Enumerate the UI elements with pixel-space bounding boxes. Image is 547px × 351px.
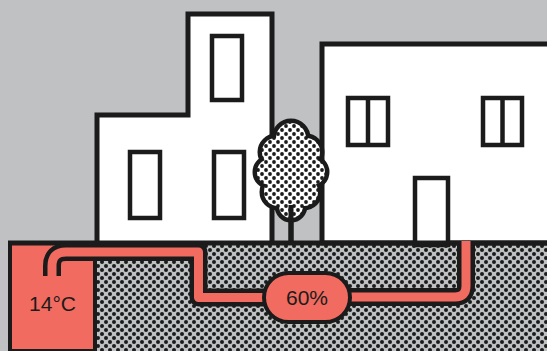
heat-source-box: 14°C xyxy=(10,243,95,351)
node-label: 60% xyxy=(286,286,328,310)
tree xyxy=(257,123,325,243)
pipe-outline xyxy=(93,252,264,298)
window-bar xyxy=(366,98,371,145)
left-building xyxy=(97,14,272,243)
door xyxy=(415,178,448,245)
node-label: 14°C xyxy=(29,292,76,316)
window xyxy=(348,98,388,145)
window xyxy=(130,152,160,218)
pipe-connector xyxy=(93,252,264,298)
window xyxy=(212,36,242,100)
window-bar xyxy=(500,98,505,145)
window xyxy=(483,98,522,145)
window xyxy=(214,152,244,218)
storage-pill: 60% xyxy=(262,271,352,324)
pipe xyxy=(52,241,466,297)
pipe-fill xyxy=(93,252,264,298)
